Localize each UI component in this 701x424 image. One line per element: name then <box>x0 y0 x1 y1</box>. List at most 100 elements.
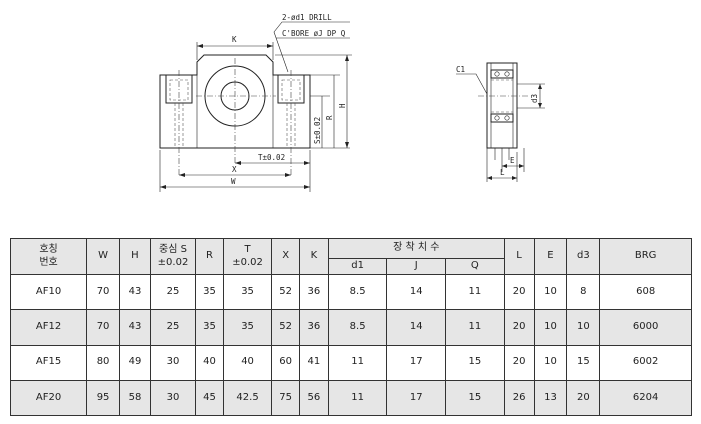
table-cell: 25 <box>149 309 197 346</box>
table-cell: 11 <box>445 273 505 311</box>
table-cell: 60 <box>271 344 300 381</box>
table-cell: 8.5 <box>327 309 388 346</box>
header-x: X <box>271 238 300 275</box>
table-cell: AF15 <box>9 344 88 381</box>
table-cell: 20 <box>566 379 601 417</box>
table-cell: 95 <box>86 379 121 417</box>
table-cell: 30 <box>149 379 197 417</box>
table-cell: AF20 <box>9 379 88 417</box>
table-cell: 13 <box>533 379 568 417</box>
drill-note-line-2: C'BORE øJ DP Q <box>282 29 346 38</box>
header-d3: d3 <box>566 238 601 275</box>
table-cell: 17 <box>386 344 447 381</box>
table-cell: 15 <box>566 344 601 381</box>
table-cell: 52 <box>271 273 300 311</box>
dim-s: S±0.02 <box>313 117 322 144</box>
table-cell: AF12 <box>9 309 88 346</box>
table-cell: 70 <box>86 273 121 311</box>
header-s: 중심 S ±0.02 <box>149 238 197 275</box>
table-cell: 41 <box>299 344 329 381</box>
header-h: H <box>119 238 151 275</box>
table-cell: 35 <box>195 273 224 311</box>
header-w: W <box>86 238 121 275</box>
table-cell: 80 <box>86 344 121 381</box>
table-cell: 8 <box>566 273 601 311</box>
table-cell: 20 <box>503 273 535 311</box>
dim-x: X <box>232 165 237 174</box>
table-cell: 15 <box>445 379 505 417</box>
header-j: J <box>386 258 447 275</box>
table-cell: 8.5 <box>327 273 388 311</box>
header-brg: BRG <box>599 238 692 275</box>
header-mount: 장 착 치 수 <box>327 238 505 259</box>
table-cell: 40 <box>195 344 224 381</box>
table-cell: 35 <box>222 309 273 346</box>
table-cell: 25 <box>149 273 197 311</box>
dim-h: H <box>338 103 347 108</box>
table-cell: 10 <box>533 344 568 381</box>
header-l: L <box>503 238 535 275</box>
header-code-line-2: 번호 <box>39 256 58 268</box>
table-cell: 35 <box>222 273 273 311</box>
table-cell: 49 <box>119 344 151 381</box>
header-e: E <box>533 238 568 275</box>
table-cell: 75 <box>271 379 300 417</box>
dim-c1: C1 <box>456 65 465 74</box>
table-cell: 10 <box>533 309 568 346</box>
header-k: K <box>299 238 329 275</box>
table-cell: 43 <box>119 309 151 346</box>
header-s-line-1: 중심 S <box>159 244 187 255</box>
table-cell: 40 <box>222 344 273 381</box>
table-cell: 52 <box>271 309 300 346</box>
table-cell: 36 <box>299 309 329 346</box>
drill-note-line-1: 2-ød1 DRILL <box>282 13 332 22</box>
table-cell: 608 <box>599 273 692 311</box>
technical-drawing: K 2-ød1 DRILL C'BORE øJ DP Q S±0.02 R H … <box>159 13 545 192</box>
table-cell: 14 <box>386 273 447 311</box>
table-cell: 43 <box>119 273 151 311</box>
header-t-line-1: T <box>244 244 251 255</box>
table-cell: 6000 <box>599 309 692 346</box>
header-q: Q <box>445 258 505 275</box>
header-d1: d1 <box>327 258 388 275</box>
header-t-line-2: ±0.02 <box>232 256 263 268</box>
header-code-line-1: 호칭 <box>39 244 58 255</box>
table-cell: 35 <box>195 309 224 346</box>
table-cell: 58 <box>119 379 151 417</box>
table-cell: AF10 <box>9 273 88 311</box>
table-cell: 15 <box>445 344 505 381</box>
header-r: R <box>195 238 224 275</box>
table-cell: 56 <box>299 379 329 417</box>
table-cell: 6204 <box>599 379 692 417</box>
dim-e: E <box>510 156 515 165</box>
table-cell: 20 <box>503 309 535 346</box>
dim-w: W <box>231 177 236 186</box>
table-cell: 30 <box>149 344 197 381</box>
dim-d3: d3 <box>530 94 539 103</box>
dim-l: L <box>500 168 505 177</box>
side-view: C1 d3 E L <box>456 62 545 182</box>
table-cell: 6002 <box>599 344 692 381</box>
table-cell: 42.5 <box>222 379 273 417</box>
header-code: 호칭 번호 <box>9 238 88 275</box>
table-cell: 10 <box>566 309 601 346</box>
table-cell: 36 <box>299 273 329 311</box>
table-cell: 70 <box>86 309 121 346</box>
table-cell: 11 <box>445 309 505 346</box>
dim-r: R <box>325 115 334 120</box>
header-t: T ±0.02 <box>222 238 273 275</box>
table-cell: 26 <box>503 379 535 417</box>
table-cell: 17 <box>386 379 447 417</box>
front-view: K 2-ød1 DRILL C'BORE øJ DP Q S±0.02 R H … <box>159 13 352 192</box>
table-cell: 10 <box>533 273 568 311</box>
header-s-line-2: ±0.02 <box>157 256 189 268</box>
dim-t: T±0.02 <box>258 153 285 162</box>
table-cell: 11 <box>327 379 388 417</box>
spec-table: 호칭 번호 W H 중심 S ±0.02 R T ±0.02 X K 장 착 치… <box>9 238 692 417</box>
table-cell: 14 <box>386 309 447 346</box>
